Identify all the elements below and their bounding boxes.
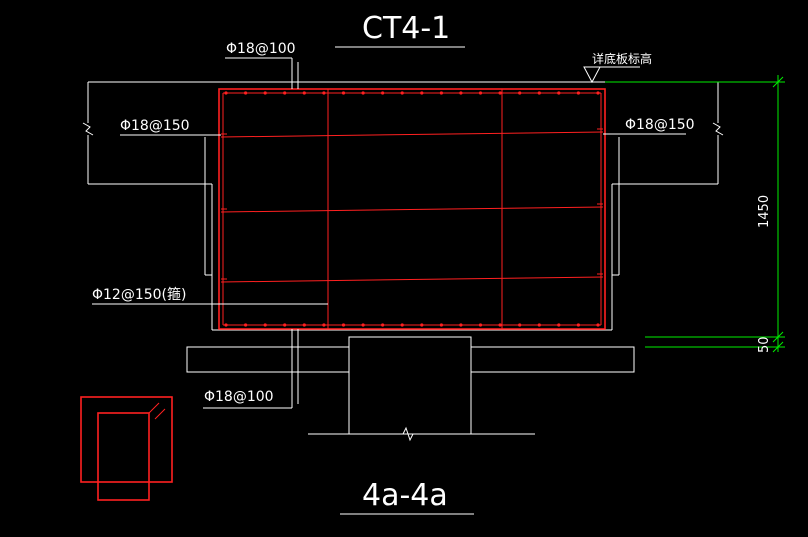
rebar-dot [439,91,443,95]
label-right-bar: Φ18@150 [625,117,695,133]
rebar-dot [361,323,365,327]
rebar-dot [478,323,483,327]
rebar-dot [263,323,267,327]
rebar-dot [498,91,502,95]
rebar-dot [244,91,248,95]
drawing-title: CT4-1 [362,11,450,46]
dimension-lines [605,75,785,353]
leader-bottom-bar [203,329,299,409]
dim-height-small: 50 [757,336,772,353]
rebar-dot [322,91,326,95]
label-bottom-bar: Φ18@100 [204,389,274,405]
rebar-dot [557,323,561,327]
pile [308,336,535,442]
rebar-dot [420,91,424,95]
rebar-dot [283,323,287,327]
stirrup-detail [80,396,173,501]
rebar-dot [420,323,424,327]
label-left-bar: Φ18@150 [120,118,190,134]
rebar-dot [498,323,502,327]
rebar-cage [218,88,606,330]
rebar-dot [478,91,483,95]
section-label: 4a-4a [362,478,448,513]
rebar-dot [322,323,326,327]
rebar-dot [302,91,306,95]
rebar-dot [302,323,306,327]
rebar-dot [361,91,365,95]
rebar-dot [283,91,287,95]
rebar-dot [263,91,267,95]
rebar-dot [557,91,561,95]
rebar-dot [341,323,346,327]
rebar-dot [596,323,600,327]
rebar-dot [439,323,443,327]
top-rebar-dots [224,91,600,95]
label-top-bar: Φ18@100 [226,41,296,57]
rebar-dot [224,323,228,327]
rebar-dot [459,91,463,95]
rebar-dot [576,323,581,327]
elevation-marker [583,66,640,84]
rebar-dot [518,323,522,327]
rebar-dot [224,91,228,95]
rebar-dot [400,323,404,327]
rebar-dot [537,323,541,327]
bottom-rebar-dots [224,323,600,327]
label-elevation-note: 详底板标高 [592,51,652,66]
rebar-dot [518,91,522,95]
rebar-dot [381,323,385,327]
label-stirrup: Φ12@150(箍) [92,286,186,303]
rebar-dot [381,91,385,95]
pile-cap-outline [204,137,620,331]
rebar-dot [341,91,346,95]
rebar-dot [459,323,463,327]
rebar-dot [576,91,581,95]
leader-top-bar [225,57,299,89]
rebar-dot [537,91,541,95]
rebar-dot [400,91,404,95]
rebar-dot [596,91,600,95]
rebar-dot [244,323,248,327]
dim-height-main: 1450 [757,195,772,228]
